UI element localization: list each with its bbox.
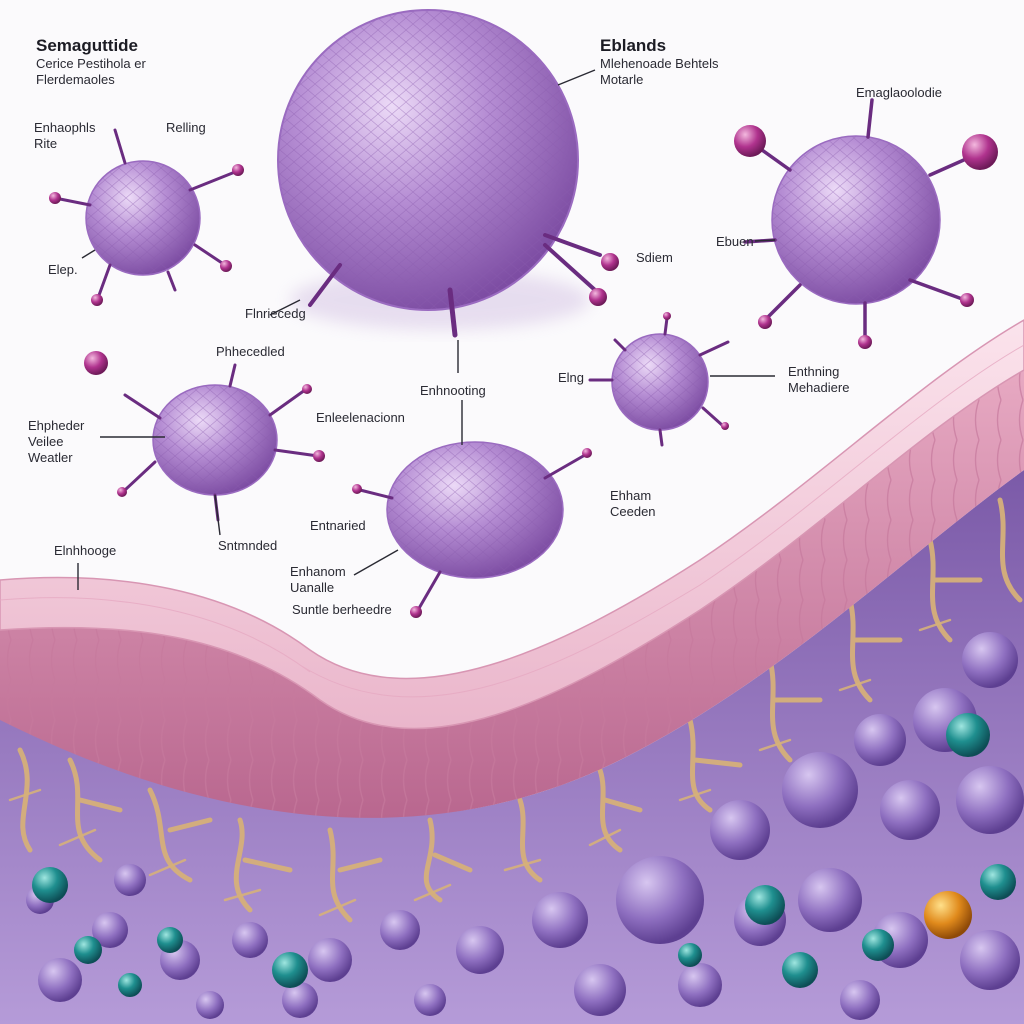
cell-middle-center — [352, 441, 592, 618]
diagram-subtitle-1: Cerice Pestihola er — [36, 56, 146, 71]
label-flnriecedg: Flnriecedg — [245, 306, 306, 321]
label-ebuen: Ebuen — [716, 234, 754, 249]
label-enhaophls-2: Rite — [34, 136, 58, 151]
nerve-fibers — [17, 497, 1023, 923]
label-sdiem: Sdiem — [636, 250, 673, 265]
label-eblands-sub1: Mlehenoade Behtels — [600, 56, 719, 71]
cell-middle-left — [117, 363, 325, 522]
title-block: Semaguttide Cerice Pestihola er Flerdema… — [36, 36, 146, 88]
label-enthning-block: Enthning Mehadiere — [788, 364, 849, 396]
label-elep: Elep. — [48, 262, 78, 277]
cell-left-top — [49, 128, 244, 306]
label-relling: Relling — [166, 120, 206, 135]
label-ehham-block: Ehham Ceeden — [610, 488, 656, 520]
label-elng: Elng — [558, 370, 585, 385]
label-ehpheder-3: Weatler — [28, 450, 73, 465]
label-enhaophls-block: Enhaophls Rite — [34, 120, 95, 152]
label-eblands-sub2: Motarle — [600, 72, 644, 87]
label-enthning-1: Enthning — [788, 364, 840, 379]
cell-large-top — [277, 9, 619, 338]
label-eblands-block: Eblands Mlehenoade Behtels Motarle — [600, 36, 719, 88]
diagram-subtitle-2: Flerdemaoles — [36, 72, 115, 87]
label-enleelenacionn: Enleelenacionn — [316, 410, 405, 425]
label-enhnooting: Enhnooting — [420, 383, 486, 398]
label-enhanom-2: Uanalle — [290, 580, 335, 595]
label-enthning-2: Mehadiere — [788, 380, 850, 395]
teal-cells — [32, 713, 1016, 997]
label-elnhhooge: Elnhhooge — [54, 543, 117, 558]
label-suntle: Suntle berheedre — [292, 602, 392, 617]
label-phhecedled: Phhecedled — [216, 344, 285, 359]
tissue-bed — [0, 470, 1024, 1024]
cell-right-top — [734, 98, 998, 349]
label-eblands: Eblands — [600, 36, 667, 55]
leader-lines — [77, 69, 776, 590]
tissue-band — [0, 319, 1024, 818]
diagram-title: Semaguttide — [36, 36, 139, 55]
label-ehpheder-2: Veilee — [28, 434, 64, 449]
label-entnaried: Entnaried — [310, 518, 366, 533]
label-ehham-1: Ehham — [610, 488, 652, 503]
label-ehpheder-block: Ehpheder Veilee Weatler — [28, 418, 84, 466]
label-enhanom-block: Enhanom Uanalle — [290, 564, 346, 596]
orange-cell — [924, 891, 972, 939]
label-enhanom-1: Enhanom — [290, 564, 346, 579]
label-emaglaoolodie: Emaglaoolodie — [856, 85, 943, 100]
label-sntmnded: Sntmnded — [218, 538, 278, 553]
cell-middle-right — [588, 312, 730, 447]
free-molecule — [84, 351, 108, 375]
label-enhaophls-1: Enhaophls — [34, 120, 96, 135]
label-ehham-2: Ceeden — [610, 504, 656, 519]
label-ehpheder-1: Ehpheder — [28, 418, 85, 433]
bed-bubbles — [26, 632, 1024, 1020]
